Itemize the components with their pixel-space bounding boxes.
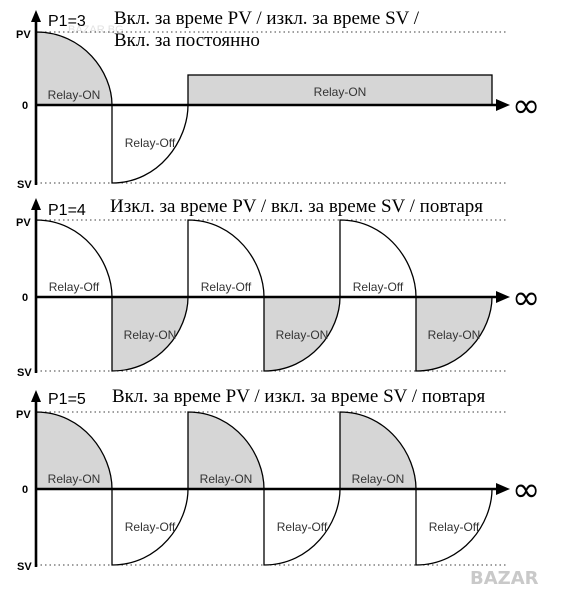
horizontal-axis-arrow [496,99,510,111]
vertical-axis-arrow [31,10,41,22]
segment-3-on [187,411,265,490]
segment-label: Relay-ON [428,328,481,342]
segment-5-off [339,219,417,298]
diagram-title-line: Изкл. за време PV / вкл. за време SV / п… [110,196,483,217]
zero-axis-label: 0 [22,292,28,304]
parameter-label: P1=5 [48,391,86,408]
segment-label: Relay-Off [49,280,100,294]
sv-axis-label: SV [17,179,32,191]
segment-6-off [415,488,493,566]
diagram-p1-5: Relay-ON Relay-Off Relay-ON Relay-Off Relay-… [16,386,540,573]
segment-label: Relay-Off [125,136,176,150]
segment-2-off [111,104,189,184]
segment-2-off [111,488,189,566]
segment-label: Relay-Off [429,520,480,534]
segment-label: Relay-Off [353,280,404,294]
vertical-axis-arrow [31,390,41,402]
segment-label: Relay-ON [48,88,101,102]
segment-label: Relay-Off [125,520,176,534]
infinity-symbol: ∞ [512,278,540,318]
segment-4-on [263,296,341,372]
sv-axis-label: SV [17,561,32,573]
segment-label: Relay-ON [352,472,405,486]
segment-4-off [263,488,341,566]
infinity-symbol: ∞ [512,470,540,510]
zero-axis-label: 0 [22,100,28,112]
infinity-symbol: ∞ [512,86,540,126]
pv-axis-label: PV [16,409,31,421]
pv-axis-label: PV [16,217,31,229]
segment-label: Relay-ON [314,85,367,99]
horizontal-axis-arrow [496,483,510,495]
segment-label: Relay-Off [201,280,252,294]
segment-3-off [187,219,265,298]
segment-label: Relay-ON [200,472,253,486]
parameter-label: P1=3 [48,13,86,30]
diagram-title-line: Вкл. за постоянно [114,30,260,51]
zero-axis-label: 0 [22,484,28,496]
watermark-top: BAZAR.BG [68,24,124,36]
vertical-axis-arrow [31,198,41,210]
sv-axis-label: SV [17,367,32,379]
segment-1-off [35,219,113,298]
pv-axis-label: PV [16,29,31,41]
parameter-label: P1=4 [48,202,86,219]
segment-label: Relay-ON [276,328,329,342]
segment-2-on [111,296,189,372]
segment-6-on [415,296,493,372]
watermark-logo: BAZAR [470,568,539,589]
segment-label: Relay-ON [124,328,177,342]
horizontal-axis-arrow [496,291,510,303]
segment-label: Relay-Off [277,520,328,534]
segment-label: Relay-ON [48,472,101,486]
segment-1-on [35,31,113,106]
diagram-title-line: Вкл. за време PV / изкл. за време SV / п… [112,386,485,407]
diagram-title-line: Вкл. за време PV / изкл. за време SV / [114,8,420,29]
segment-1-on [35,411,113,490]
segment-5-on [339,411,417,490]
